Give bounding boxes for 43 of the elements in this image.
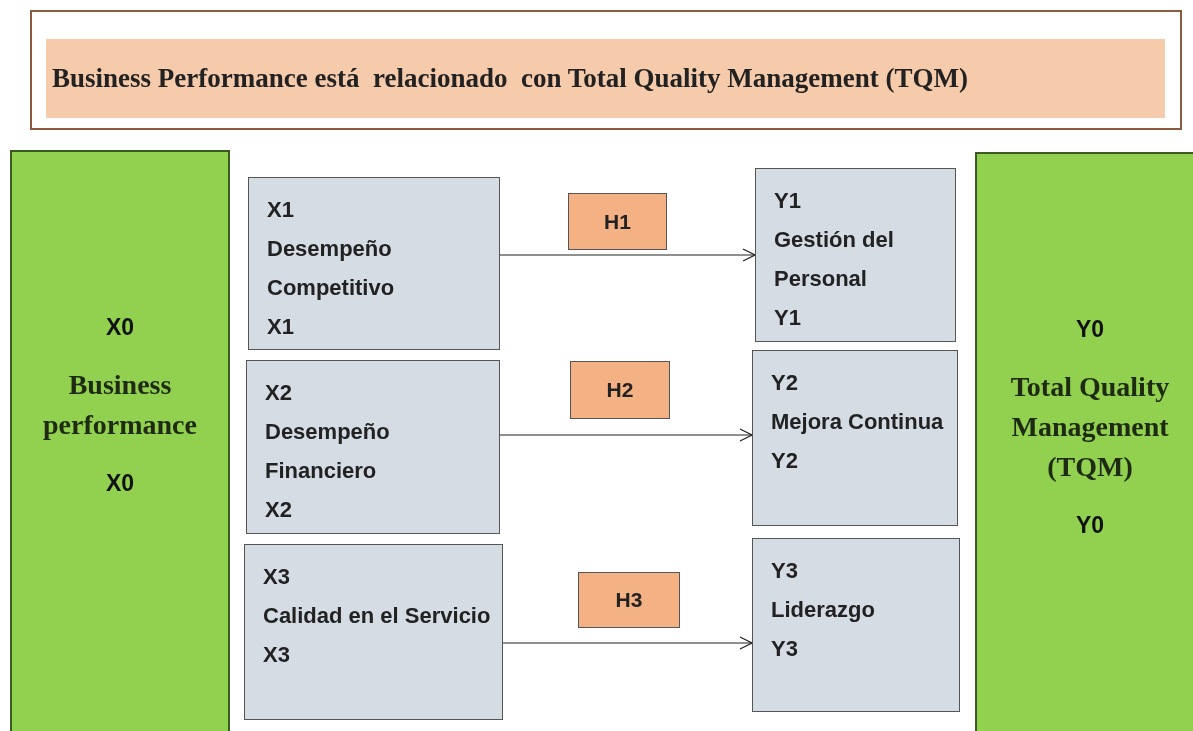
variable-box: [244, 544, 503, 720]
variable-code: Y1: [774, 187, 801, 215]
variable-code: Y2: [771, 447, 798, 475]
variable-code: Y3: [771, 557, 798, 585]
variable-code: X3: [263, 641, 290, 669]
construct-code: X0: [105, 313, 135, 342]
construct-name: Business performance: [42, 368, 198, 442]
variable-box: [752, 350, 958, 526]
variable-name: Desempeño Competitivo: [267, 235, 396, 302]
construct-code: Y0: [1075, 511, 1105, 540]
variable-code: Y1: [774, 304, 801, 332]
variable-code: Y3: [771, 635, 798, 663]
variable-box: [755, 168, 956, 342]
construct-name: Total Quality Management (TQM): [1009, 370, 1171, 484]
title-text: Business Performance está relacionado con Total Quality Management (TQM): [52, 62, 968, 96]
hypothesis-label: H2: [606, 377, 634, 404]
variable-name: Mejora Continua: [771, 408, 944, 436]
variable-code: X2: [265, 379, 292, 407]
hypothesis-label: H3: [615, 587, 643, 614]
variable-code: X3: [263, 563, 290, 591]
arrow: [502, 636, 753, 650]
arrow: [499, 428, 753, 442]
variable-name: Liderazgo: [771, 596, 875, 624]
variable-code: X1: [267, 313, 294, 341]
variable-name: Desempeño Financiero: [265, 418, 391, 485]
variable-code: Y2: [771, 369, 798, 397]
variable-name: Gestión del Personal: [774, 226, 895, 293]
construct-panel: [10, 150, 230, 731]
variable-box: [248, 177, 500, 350]
construct-code: X0: [105, 469, 135, 498]
variable-box: [246, 360, 500, 534]
hypothesis-label: H1: [604, 208, 631, 235]
hypothesis-box: [570, 361, 670, 419]
variable-name: Calidad en el Servicio: [263, 602, 491, 630]
hypothesis-box: [578, 572, 680, 628]
variable-code: X1: [267, 196, 294, 224]
hypothesis-box: [568, 193, 667, 250]
arrow: [499, 248, 756, 262]
construct-panel: [975, 152, 1193, 731]
variable-box: [752, 538, 960, 712]
variable-code: X2: [265, 496, 292, 524]
title-frame: [30, 10, 1182, 130]
construct-code: Y0: [1075, 315, 1105, 344]
